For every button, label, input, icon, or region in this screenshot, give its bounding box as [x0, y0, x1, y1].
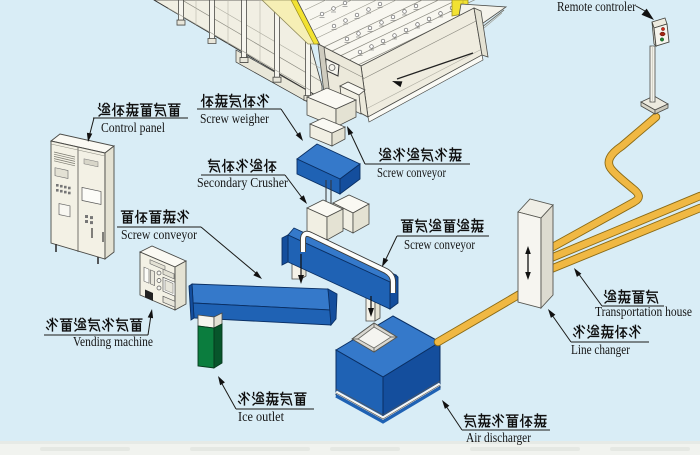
svg-text:Control panel: Control panel — [101, 121, 165, 136]
svg-text:Transportation house: Transportation house — [595, 305, 692, 320]
svg-text:Screw conveyor: Screw conveyor — [121, 228, 197, 243]
svg-text:Screw weigher: Screw weigher — [200, 112, 269, 127]
svg-text:Secondary Crusher: Secondary Crusher — [197, 176, 288, 191]
svg-text:Vending machine: Vending machine — [73, 335, 153, 350]
svg-text:Line changer: Line changer — [571, 343, 630, 358]
svg-text:Ice outlet: Ice outlet — [238, 410, 284, 425]
svg-text:Screw conveyor: Screw conveyor — [404, 238, 475, 253]
svg-text:Screw conveyor: Screw conveyor — [377, 166, 446, 181]
svg-text:Remote controler: Remote controler — [557, 0, 636, 15]
svg-text:Air discharger: Air discharger — [466, 431, 531, 446]
